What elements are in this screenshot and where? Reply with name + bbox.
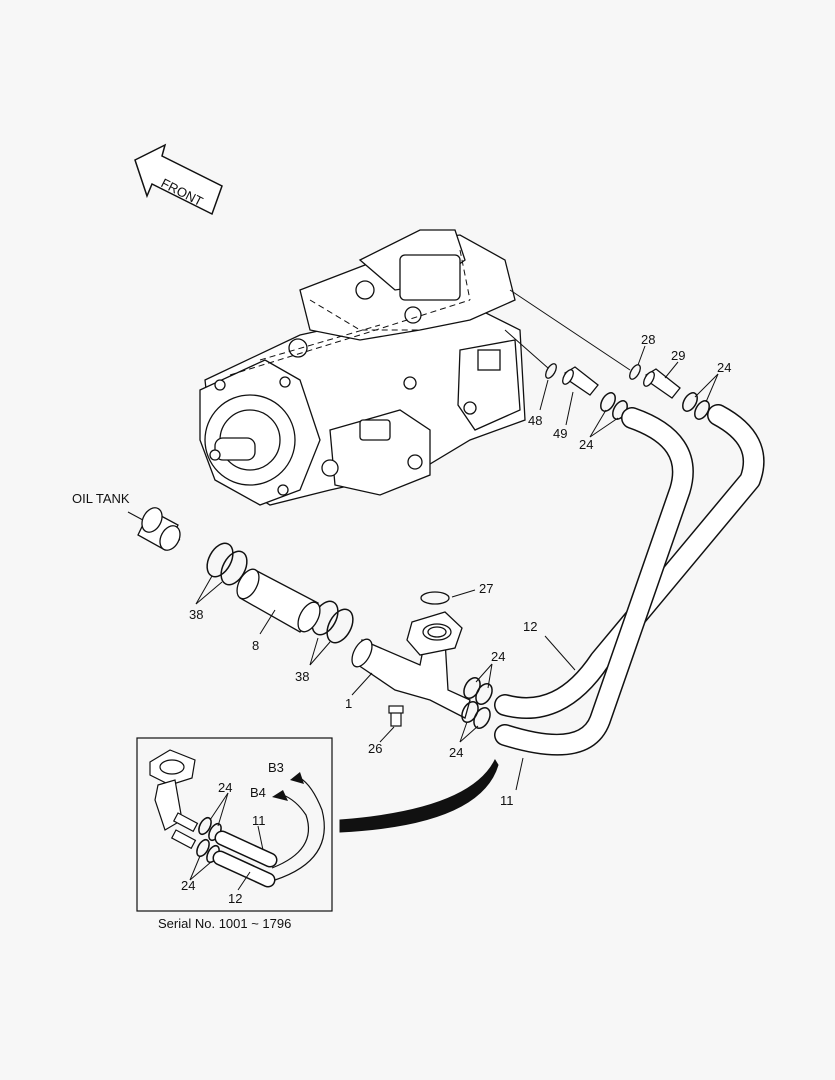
label-26: 26: [368, 741, 382, 756]
label-24-top: 24: [717, 360, 731, 375]
oil-tank-fitting: [127, 507, 181, 551]
hydraulic-pump-assembly: [199, 229, 526, 506]
hose-12: [494, 404, 765, 719]
label-24-right: 24: [491, 649, 505, 664]
hose-11: [494, 407, 694, 756]
serial-inset: B3 B4 24 11 24 12: [136, 737, 333, 912]
label-11: 11: [500, 793, 514, 808]
o-rings: [545, 363, 641, 380]
arrow-b3: [290, 772, 304, 784]
bolt-26: [388, 705, 404, 727]
label-24-lower: 24: [449, 745, 463, 760]
hose-8: [236, 568, 321, 633]
adapters: [562, 366, 681, 399]
o-ring-27: [420, 591, 450, 605]
inset-label-24-a: 24: [218, 780, 232, 795]
inset-label-b4: B4: [250, 785, 266, 800]
inset-label-11: 11: [252, 813, 266, 828]
leader-lines: [195, 345, 719, 791]
pipe-1: [351, 611, 471, 719]
arrow-b4: [272, 790, 288, 801]
label-27: 27: [479, 581, 493, 596]
label-28: 28: [641, 332, 655, 347]
leader-lines-top: [504, 289, 631, 371]
inset-callout-arrow: [339, 758, 499, 833]
label-8: 8: [252, 638, 259, 653]
clamps-24-pipe: [461, 676, 493, 730]
inset-label-12: 12: [228, 891, 242, 906]
label-49: 49: [553, 426, 567, 441]
label-38-top: 38: [189, 607, 203, 622]
label-1: 1: [345, 696, 352, 711]
inset-label-24-b: 24: [181, 878, 195, 893]
label-48: 48: [528, 413, 542, 428]
part-labels: OIL TANK 28 29 24 48 49 24 27 12 24 38 8…: [72, 332, 731, 808]
label-12: 12: [523, 619, 537, 634]
label-38-bottom: 38: [295, 669, 309, 684]
label-29: 29: [671, 348, 685, 363]
oil-tank-label: OIL TANK: [72, 491, 130, 506]
label-24-mid: 24: [579, 437, 593, 452]
inset-label-b3: B3: [268, 760, 284, 775]
inset-frame: [136, 737, 333, 912]
serial-caption: Serial No. 1001 ~ 1796: [158, 916, 291, 931]
